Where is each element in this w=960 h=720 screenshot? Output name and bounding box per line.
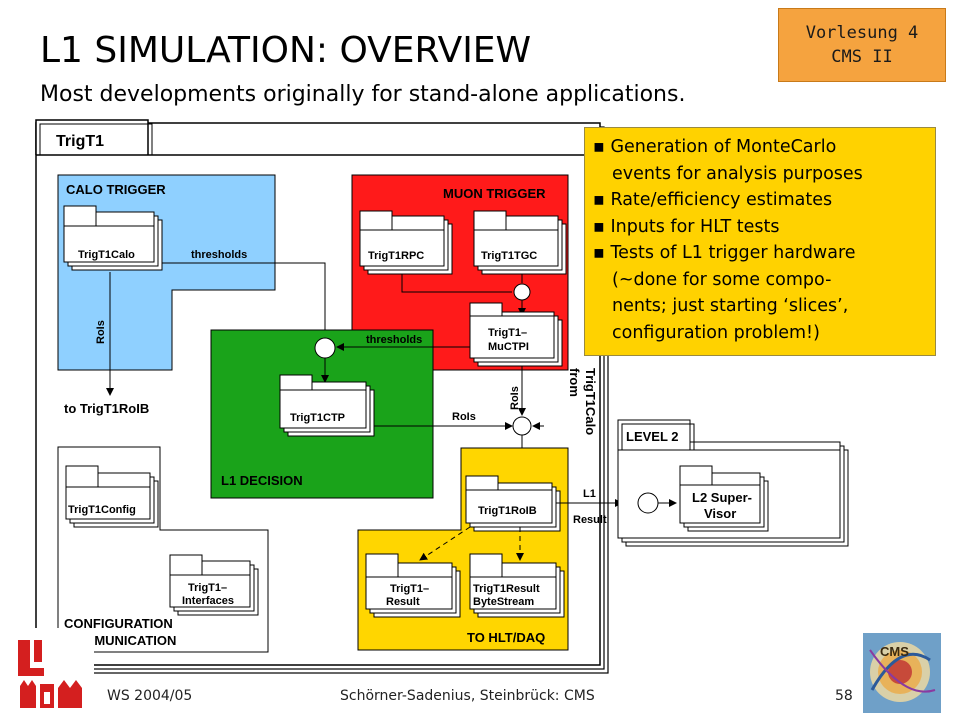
from-calo-label-line1: from — [567, 368, 582, 397]
bullet-icon: ▪ — [593, 190, 611, 210]
trigt1rpc-label: TrigT1RPC — [368, 250, 424, 262]
svg-text:CMS: CMS — [880, 644, 909, 659]
page-title: L1 SIMULATION: OVERVIEW — [40, 30, 532, 71]
hlt-daq-title: TO HLT/DAQ — [467, 630, 545, 645]
muctpi-label-line2: MuCTPI — [488, 341, 529, 353]
trigt1config-label: TrigT1Config — [68, 504, 136, 516]
result-label-line1: TrigT1– — [390, 583, 429, 595]
calo-trigger-title: CALO TRIGGER — [66, 182, 166, 197]
page-subtitle: Most developments originally for stand-a… — [40, 82, 686, 107]
info-line-8: configuration problem!) — [612, 322, 820, 343]
from-calo-label-line2: TrigT1Calo — [583, 368, 598, 435]
muon-trigger-region: MUON TRIGGER TrigT1RPC TrigT1TGC — [351, 174, 569, 371]
to-roib-label: to TrigT1RoIB — [64, 401, 149, 416]
calo-thresholds-arrow — [162, 262, 329, 338]
info-line-4: Inputs for HLT tests — [610, 216, 780, 237]
bytestream-label-line1: TrigT1Result — [473, 583, 540, 595]
muon-trigger-title: MUON TRIGGER — [443, 186, 546, 201]
muctpi-label-line1: TrigT1– — [488, 327, 527, 339]
calo-thresholds-label: thresholds — [191, 249, 247, 261]
lecture-badge-line1: Vorlesung 4 — [805, 23, 919, 43]
result-label-line2: Result — [386, 596, 420, 608]
lecture-badge: Vorlesung 4 CMS II — [778, 8, 946, 82]
trigt1ctp-label: TrigT1CTP — [290, 412, 345, 424]
trigt1tgc-package: TrigT1TGC — [473, 210, 567, 275]
hlt-daq-region: TrigT1RoIB TrigT1– Result TrigT1Result B… — [357, 447, 569, 651]
info-line-2: events for analysis purposes — [612, 163, 863, 184]
trigt1roib-label: TrigT1RoIB — [478, 505, 537, 517]
roib-merge-node — [512, 416, 532, 436]
cms-logo: CMS — [863, 633, 941, 713]
ctp-threshold-node — [314, 337, 336, 359]
trigt1calo-label: TrigT1Calo — [78, 249, 135, 261]
decision-thresholds-label: thresholds — [366, 334, 422, 346]
calo-rois-label: RoIs — [95, 320, 107, 344]
calo-trigger-region: CALO TRIGGER TrigT1Calo thresholds RoIs — [57, 174, 329, 396]
configuration-title-line1: CONFIGURATION — [64, 616, 173, 631]
slide-number: 58 — [835, 688, 853, 704]
info-line-5: Tests of L1 trigger hardware — [610, 243, 856, 263]
trigt1-result-package: TrigT1– Result — [365, 553, 461, 618]
footer-semester: WS 2004/05 — [107, 688, 193, 704]
trigt1ctp-package: TrigT1CTP — [279, 374, 375, 437]
trigt1result-bytestream-package: TrigT1Result ByteStream — [469, 553, 565, 618]
vertical-rois-label: RoIs — [509, 386, 521, 410]
info-box: ▪ Generation of MonteCarlo events for an… — [584, 127, 936, 356]
muon-merge-node — [513, 283, 531, 301]
level2-title: LEVEL 2 — [626, 429, 679, 444]
lecture-badge-line2: CMS II — [831, 47, 893, 67]
level2-input-node — [637, 492, 659, 514]
trigt1roib-package: TrigT1RoIB — [465, 475, 561, 532]
bullet-icon: ▪ — [593, 216, 611, 237]
l2-supervisor-label-line1: L2 Super- — [692, 490, 752, 505]
bullet-icon: ▪ — [593, 243, 611, 263]
hamburg-university-logo — [12, 628, 94, 710]
trigt1calo-package: TrigT1Calo — [63, 205, 163, 271]
bytestream-label-line2: ByteStream — [473, 596, 534, 608]
info-line-6: (~done for some compo- — [612, 269, 832, 290]
l1-result-label-line2: Result — [573, 514, 607, 526]
info-line-3: Rate/efficiency estimates — [610, 190, 833, 210]
trigt1-interfaces-package: TrigT1– Interfaces — [169, 554, 259, 616]
l1-result-label-line1: L1 — [583, 488, 596, 500]
bullet-icon: ▪ — [593, 137, 611, 157]
info-line-7: nents; just starting ‘slices’, — [612, 296, 849, 316]
interfaces-label-line2: Interfaces — [182, 595, 234, 607]
l2-supervisor-label-line2: Visor — [704, 506, 736, 521]
trigt1config-package: TrigT1Config — [65, 465, 159, 528]
trigt1rpc-package: TrigT1RPC — [359, 210, 453, 275]
level2-package: LEVEL 2 L2 Super- Visor — [617, 419, 849, 547]
footer-authors: Schörner-Sadenius, Steinbrück: CMS — [340, 688, 595, 704]
trigt1-muctpi-package: TrigT1– MuCTPI — [469, 302, 563, 367]
decision-rois-label: RoIs — [452, 411, 476, 423]
trigt1-label: TrigT1 — [56, 133, 104, 150]
interfaces-label-line1: TrigT1– — [188, 582, 227, 594]
info-line-1: Generation of MonteCarlo — [610, 137, 837, 157]
l1-decision-title: L1 DECISION — [221, 473, 303, 488]
l1-decision-region: L1 DECISION thresholds TrigT1CTP RoIs — [210, 329, 476, 499]
trigt1tgc-label: TrigT1TGC — [481, 250, 537, 262]
configuration-region: TrigT1Config TrigT1– Interfaces CONFIGUR… — [57, 446, 269, 653]
